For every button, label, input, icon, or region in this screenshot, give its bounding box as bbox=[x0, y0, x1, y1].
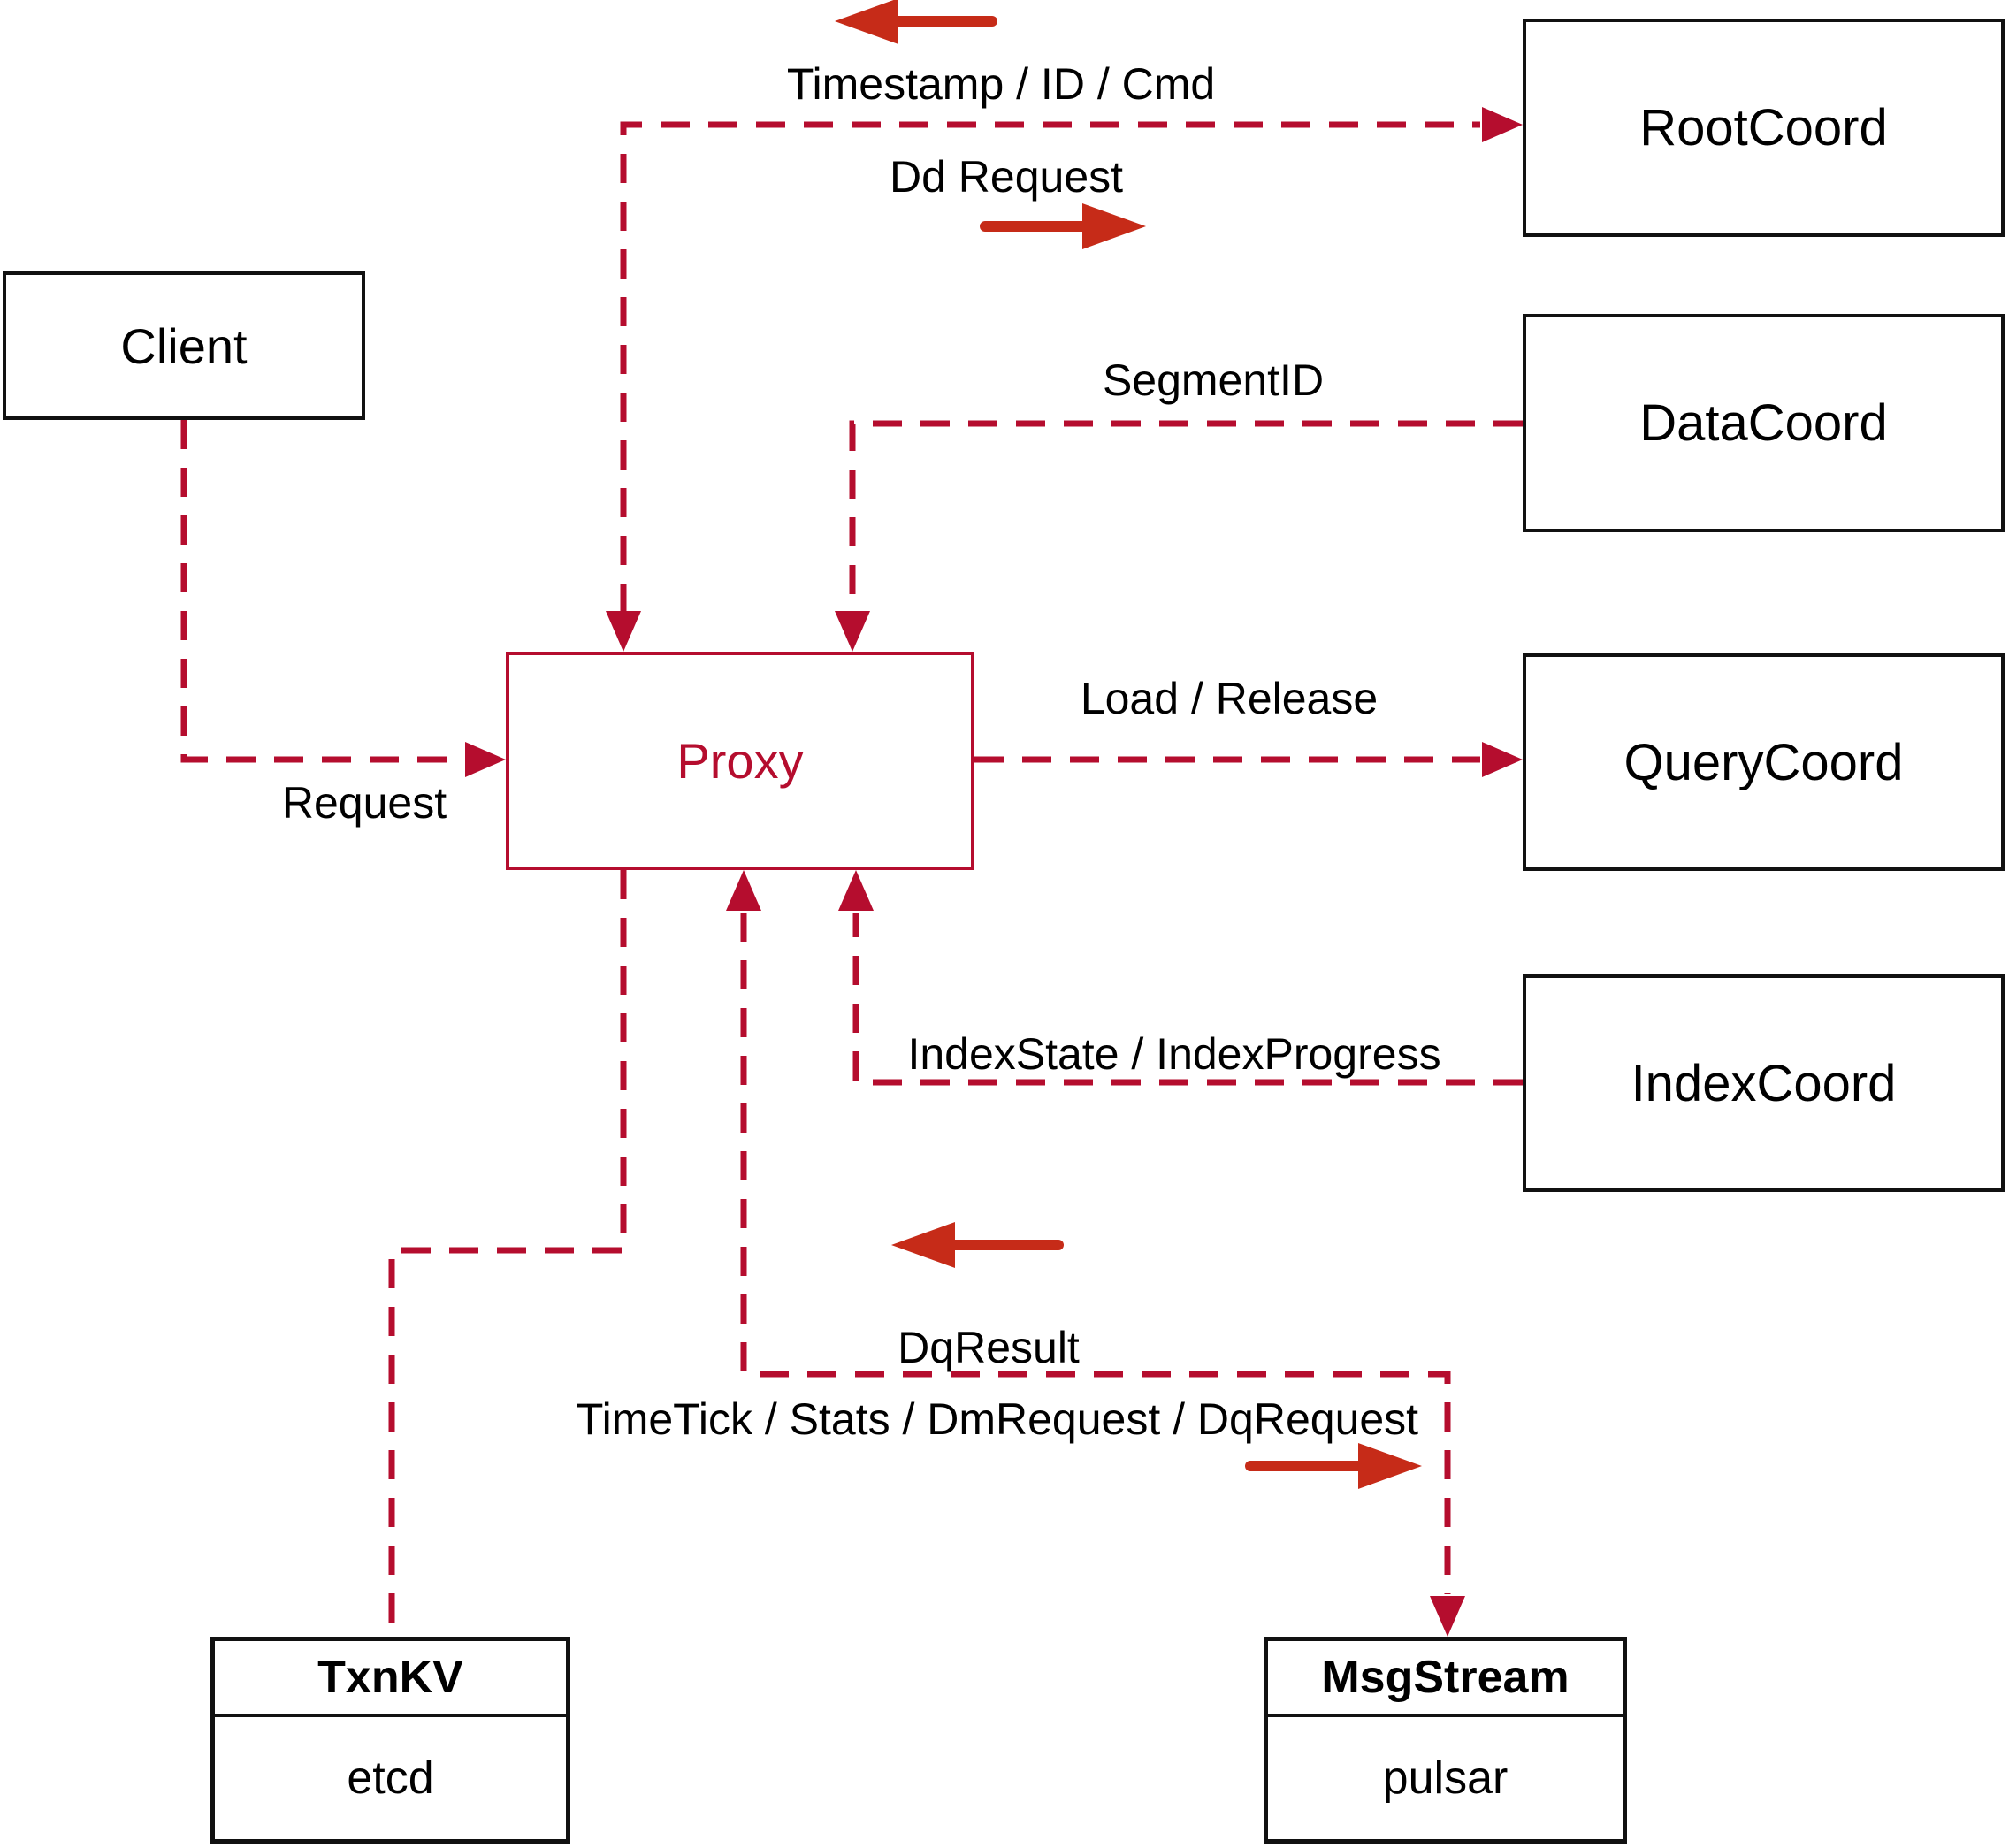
edge-label-segmentid: SegmentID bbox=[1102, 355, 1325, 405]
arrowhead-into-proxy-left-icon bbox=[465, 742, 506, 777]
node-rootcoord-label: RootCoord bbox=[1639, 99, 1888, 157]
node-txnkv: TxnKV etcd bbox=[210, 1637, 570, 1844]
node-rootcoord: RootCoord bbox=[1523, 19, 2005, 237]
node-datacoord-label: DataCoord bbox=[1639, 394, 1888, 452]
arrowhead-into-msgstream-icon bbox=[1430, 1596, 1465, 1637]
direction-arrow-left-bottom-icon bbox=[891, 1222, 1064, 1268]
arrowhead-into-proxy-top-left-icon bbox=[606, 611, 641, 652]
direction-arrow-right-bottom-icon bbox=[1245, 1443, 1422, 1489]
edge-label-indexstate: IndexState / IndexProgress bbox=[907, 1029, 1441, 1079]
edge-label-request: Request bbox=[281, 778, 447, 828]
arrowhead-into-proxy-bottom-left-icon bbox=[726, 870, 761, 911]
node-client-label: Client bbox=[120, 317, 248, 374]
edge-datacoord-proxy bbox=[849, 420, 1523, 609]
node-indexcoord-label: IndexCoord bbox=[1631, 1054, 1897, 1112]
node-txnkv-subtitle: etcd bbox=[347, 1753, 434, 1804]
direction-arrow-left-top-icon bbox=[835, 0, 997, 44]
arrowhead-into-proxy-top-right-icon bbox=[835, 611, 870, 652]
node-msgstream: MsgStream pulsar bbox=[1264, 1637, 1627, 1844]
edge-proxy-msgstream bbox=[740, 913, 1451, 1594]
node-proxy: Proxy bbox=[506, 652, 974, 870]
node-proxy-label: Proxy bbox=[676, 733, 804, 789]
node-msgstream-subtitle: pulsar bbox=[1382, 1753, 1509, 1804]
node-client: Client bbox=[3, 271, 365, 420]
edge-proxy-txnkv bbox=[388, 870, 627, 1635]
edge-label-dd-request: Dd Request bbox=[889, 152, 1124, 202]
arrowhead-into-querycoord-icon bbox=[1482, 742, 1523, 777]
arrowhead-into-rootcoord-icon bbox=[1482, 107, 1523, 142]
edge-label-timestamp-id-cmd: Timestamp / ID / Cmd bbox=[786, 59, 1216, 109]
direction-arrow-right-top-icon bbox=[980, 203, 1146, 249]
node-querycoord: QueryCoord bbox=[1523, 653, 2005, 871]
node-querycoord-label: QueryCoord bbox=[1623, 733, 1904, 791]
edge-label-load-release: Load / Release bbox=[1080, 674, 1379, 723]
edge-client-proxy bbox=[180, 420, 463, 763]
edge-label-dqresult: DqResult bbox=[898, 1323, 1080, 1372]
edge-proxy-rootcoord bbox=[620, 121, 1480, 613]
edge-label-timetick: TimeTick / Stats / DmRequest / DqRequest bbox=[576, 1394, 1419, 1444]
node-msgstream-title: MsgStream bbox=[1268, 1641, 1623, 1717]
node-indexcoord: IndexCoord bbox=[1523, 974, 2005, 1192]
node-datacoord: DataCoord bbox=[1523, 314, 2005, 532]
node-txnkv-title: TxnKV bbox=[215, 1641, 566, 1717]
edge-indexcoord-proxy bbox=[852, 913, 1523, 1086]
arrowhead-into-proxy-bottom-right-icon bbox=[838, 870, 874, 911]
